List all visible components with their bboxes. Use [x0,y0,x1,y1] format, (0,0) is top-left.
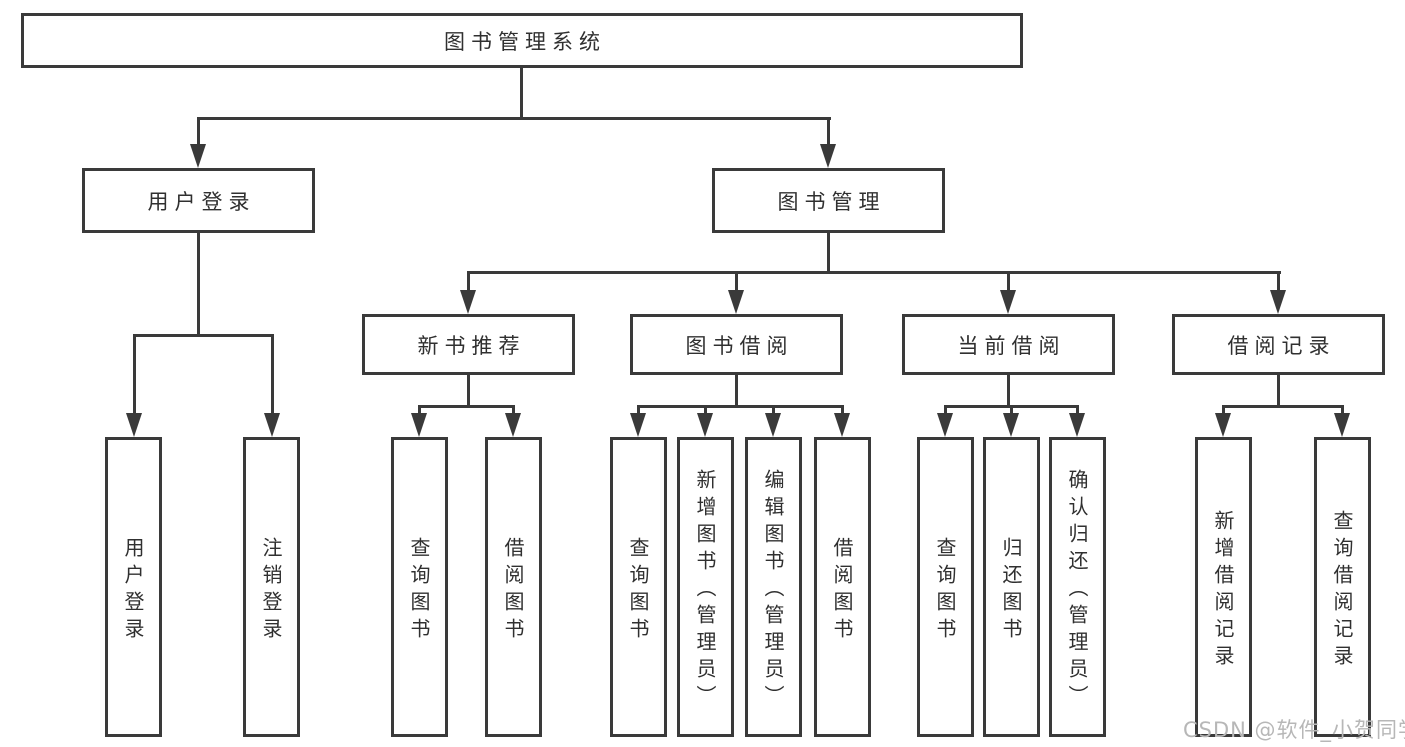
node-book-borrowing-label: 图书借阅 [685,333,794,358]
arrow-down-icon [126,413,142,437]
connector-vline [418,405,421,417]
leaf-logout: 注销登录 [243,437,300,737]
connector-vline [197,233,200,337]
connector-vline [467,375,470,408]
leaf-borrow-books-borrowing: 借阅图书 [814,437,871,737]
node-user-login-label: 用户登录 [147,189,256,214]
leaf-add-borrow-record-label: 新增借阅记录 [1211,509,1235,672]
node-new-book-recommend-label: 新书推荐 [417,333,526,358]
arrow-down-icon [765,413,781,437]
connector-vline [133,334,136,417]
node-book-borrowing: 图书借阅 [630,314,843,375]
connector-vline [1010,405,1013,417]
leaf-borrow-books-borrowing-label: 借阅图书 [830,536,854,645]
leaf-return-books-label: 归还图书 [999,536,1023,645]
leaf-query-books-current: 查询图书 [917,437,974,737]
arrow-down-icon [505,413,521,437]
connector-vline [772,405,775,417]
node-current-borrowing: 当前借阅 [902,314,1115,375]
node-new-book-recommend: 新书推荐 [362,314,575,375]
node-borrowing-records-label: 借阅记录 [1227,333,1336,358]
connector-hline [133,334,274,337]
leaf-borrow-books-recommend: 借阅图书 [485,437,542,737]
leaf-edit-book-admin: 编辑图书（管理员） [745,437,802,737]
node-borrowing-records: 借阅记录 [1172,314,1385,375]
connector-vline [1277,375,1280,408]
arrow-down-icon [1069,413,1085,437]
connector-vline [1341,405,1344,417]
arrow-down-icon [1003,413,1019,437]
leaf-query-books-current-label: 查询图书 [933,536,957,645]
node-user-login: 用户登录 [82,168,315,233]
leaf-query-borrow-record: 查询借阅记录 [1314,437,1371,737]
leaf-user-login-label: 用户登录 [121,536,145,645]
leaf-query-books-recommend: 查询图书 [391,437,448,737]
arrow-down-icon [834,413,850,437]
connector-vline [637,405,640,417]
leaf-user-login: 用户登录 [105,437,162,737]
connector-hline [1222,405,1344,408]
arrow-down-icon [460,290,476,314]
connector-vline [1076,405,1079,417]
leaf-confirm-return-admin-label: 确认归还（管理员） [1065,469,1089,712]
node-book-management-label: 图书管理 [777,189,886,214]
connector-hline [197,117,831,120]
arrow-down-icon [728,290,744,314]
connector-vline [197,117,200,148]
leaf-add-book-admin-label: 新增图书（管理员） [693,469,717,712]
arrow-down-icon [264,413,280,437]
connector-hline [418,405,515,408]
arrow-down-icon [820,144,836,168]
connector-vline [944,405,947,417]
leaf-query-books-borrowing: 查询图书 [610,437,667,737]
csdn-watermark: CSDN @软件_小贺同学 [1183,718,1405,742]
connector-vline [1007,271,1010,294]
connector-vline [520,68,523,119]
connector-vline [467,271,470,294]
connector-vline [1277,271,1280,294]
leaf-query-books-recommend-label: 查询图书 [407,536,431,645]
leaf-query-borrow-record-label: 查询借阅记录 [1330,509,1354,672]
arrow-down-icon [411,413,427,437]
connector-vline [512,405,515,417]
connector-vline [704,405,707,417]
arrow-down-icon [937,413,953,437]
leaf-confirm-return-admin: 确认归还（管理员） [1049,437,1106,737]
node-current-borrowing-label: 当前借阅 [957,333,1066,358]
arrow-down-icon [1215,413,1231,437]
leaf-borrow-books-recommend-label: 借阅图书 [501,536,525,645]
leaf-add-book-admin: 新增图书（管理员） [677,437,734,737]
connector-vline [1007,375,1010,408]
leaf-logout-label: 注销登录 [259,536,283,645]
arrow-down-icon [1270,290,1286,314]
leaf-add-borrow-record: 新增借阅记录 [1195,437,1252,737]
connector-vline [735,271,738,294]
connector-hline [637,405,844,408]
connector-vline [1222,405,1225,417]
arrow-down-icon [630,413,646,437]
arrow-down-icon [1334,413,1350,437]
connector-vline [827,233,830,274]
leaf-query-books-borrowing-label: 查询图书 [626,536,650,645]
connector-vline [827,117,830,148]
node-book-management: 图书管理 [712,168,945,233]
connector-vline [271,334,274,417]
connector-vline [735,375,738,408]
arrow-down-icon [190,144,206,168]
node-library-system: 图书管理系统 [21,13,1023,68]
node-library-system-label: 图书管理系统 [444,29,606,54]
arrow-down-icon [1000,290,1016,314]
connector-vline [841,405,844,417]
leaf-return-books: 归还图书 [983,437,1040,737]
connector-hline [467,271,1281,274]
arrow-down-icon [697,413,713,437]
leaf-edit-book-admin-label: 编辑图书（管理员） [761,469,785,712]
